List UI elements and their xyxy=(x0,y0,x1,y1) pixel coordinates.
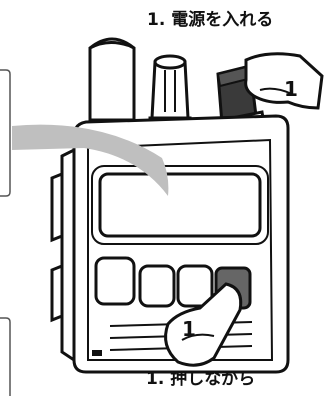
side-button-lower xyxy=(52,266,62,320)
step-badge-power: 1 xyxy=(284,77,298,101)
indicator-light xyxy=(92,350,102,356)
side-button-upper xyxy=(52,174,62,240)
key-2 xyxy=(140,266,174,306)
lcd-display xyxy=(100,174,260,236)
callout-box-lower xyxy=(0,318,10,396)
antenna xyxy=(90,39,134,120)
volume-knob xyxy=(150,56,190,128)
step-badge-key: 1 xyxy=(182,317,196,341)
callout-box-upper xyxy=(0,70,10,196)
key-1 xyxy=(96,258,134,304)
